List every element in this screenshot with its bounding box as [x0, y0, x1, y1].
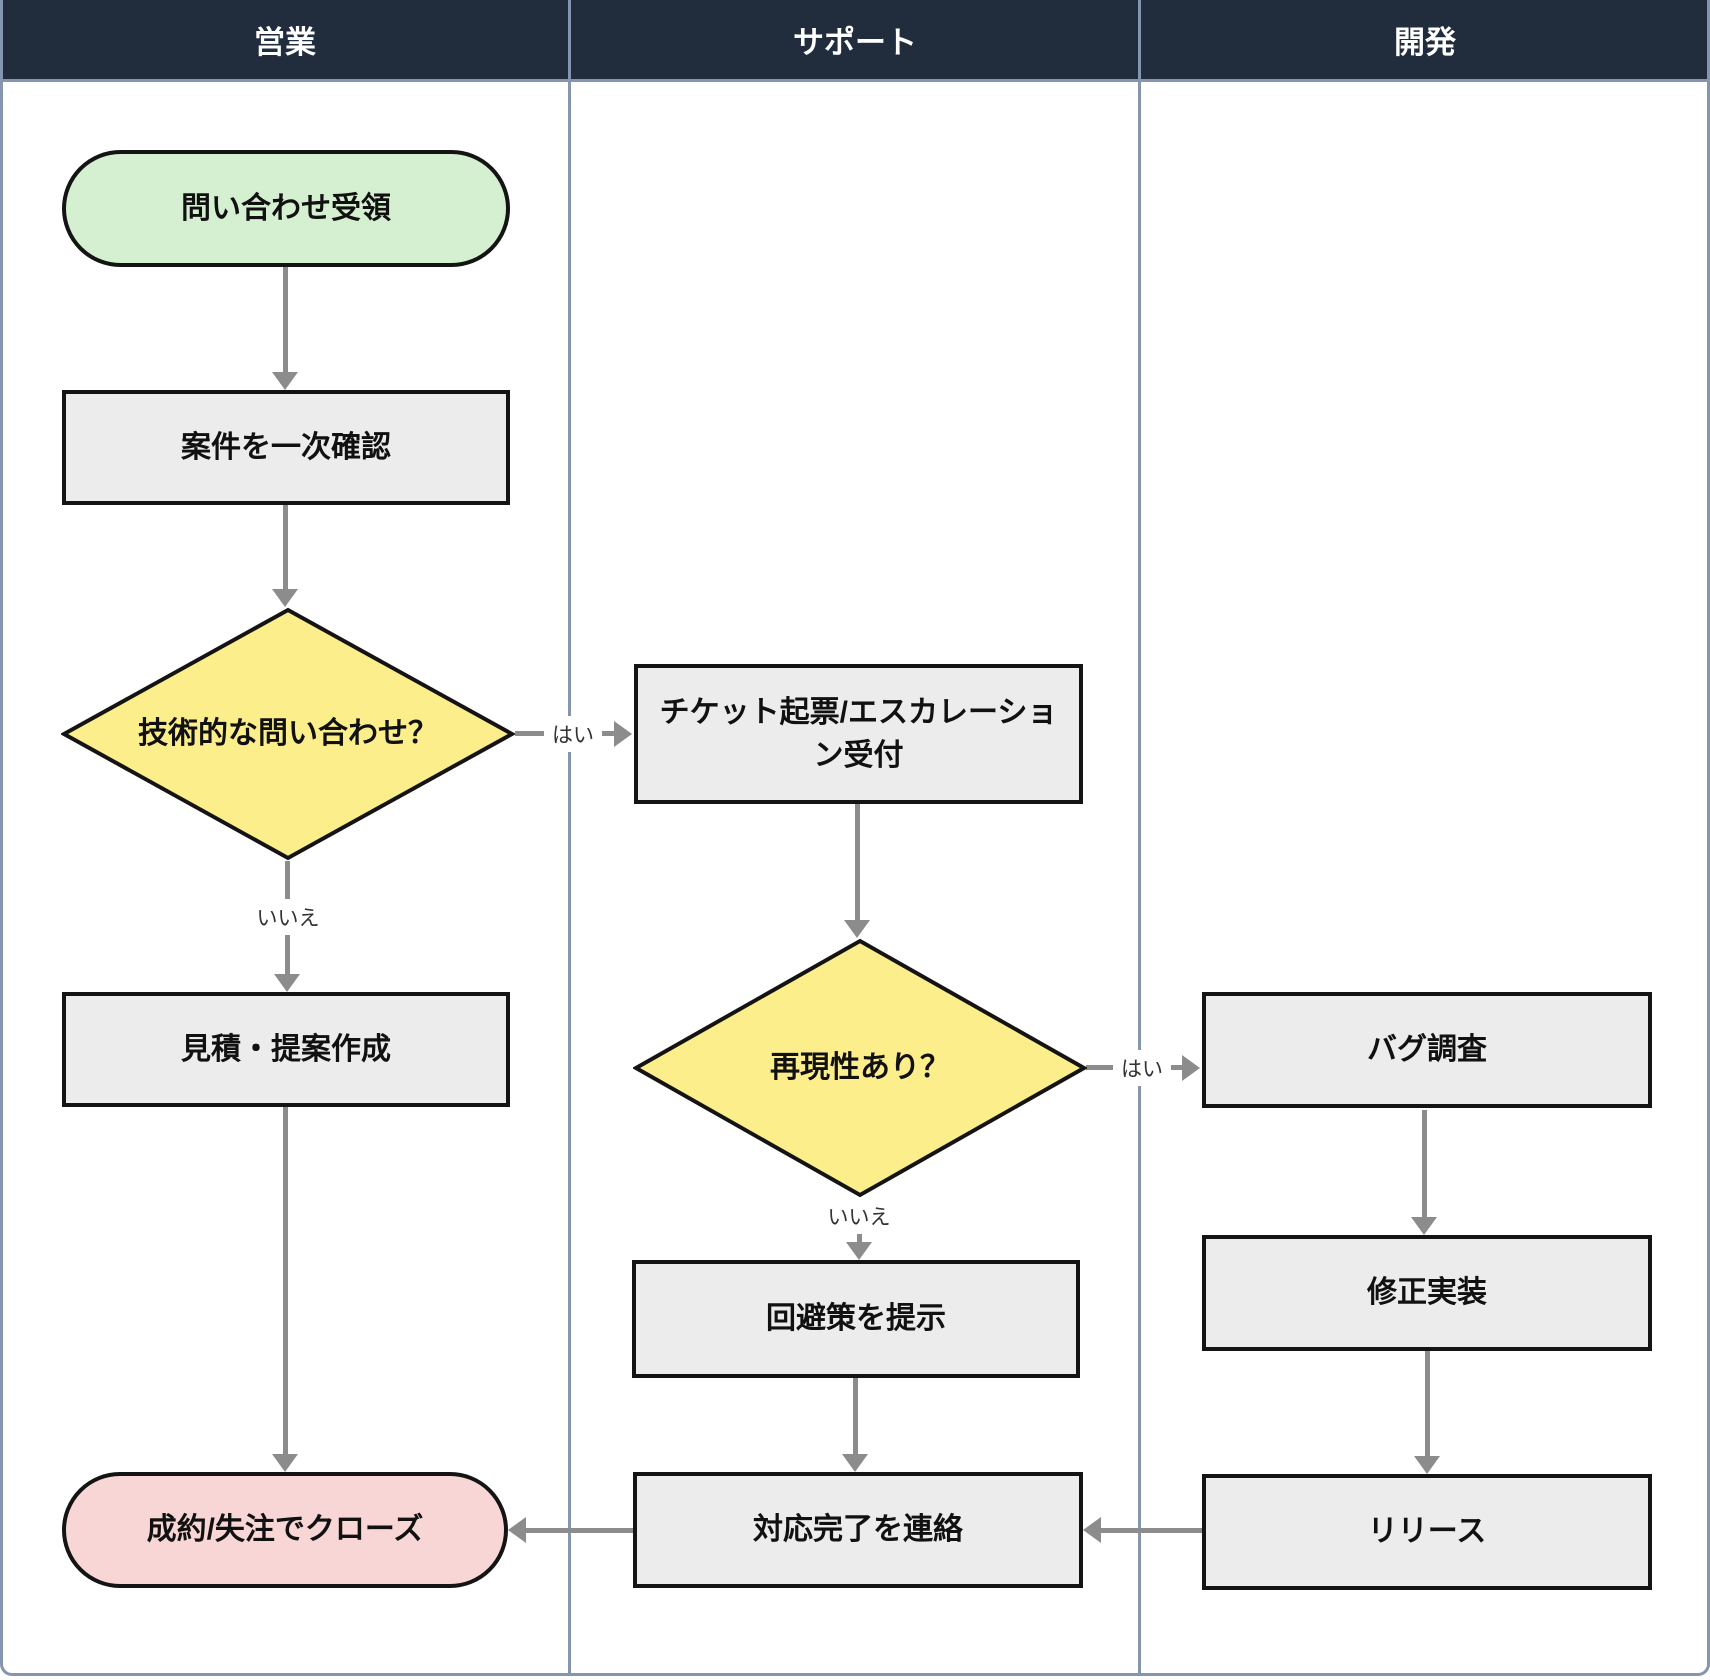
- arrowhead-down-icon: [274, 974, 300, 992]
- diamond-shape: [61, 607, 515, 861]
- node-process-notify-done: 対応完了を連絡: [633, 1472, 1083, 1588]
- edge-line: [283, 267, 288, 373]
- edge-label-no: いいえ: [819, 1198, 899, 1234]
- edge-line: [1425, 1351, 1430, 1456]
- lane-title-support: サポート: [793, 25, 917, 60]
- decision-label: 技術的な問い合わせ？: [138, 717, 438, 751]
- header-divider: [0, 79, 1710, 82]
- edge-line: [1422, 1110, 1427, 1217]
- arrowhead-down-icon: [1411, 1217, 1437, 1235]
- arrowhead-down-icon: [272, 1454, 298, 1472]
- node-start-inquiry: 問い合わせ受領: [62, 150, 510, 267]
- arrowhead-left-icon: [508, 1517, 526, 1543]
- arrowhead-down-icon: [844, 920, 870, 938]
- lane-title-development: 開発: [1394, 25, 1456, 60]
- diamond-shape: [633, 938, 1087, 1198]
- edge-line: [855, 804, 860, 920]
- node-process-release: リリース: [1202, 1474, 1652, 1590]
- arrowhead-left-icon: [1083, 1517, 1101, 1543]
- edge-label-yes: はい: [1113, 1050, 1171, 1086]
- lane-divider-1: [568, 0, 571, 1676]
- decision-label: 再現性あり？: [770, 1051, 950, 1085]
- arrowhead-down-icon: [272, 589, 298, 607]
- node-process-bug-investigation: バグ調査: [1202, 992, 1652, 1108]
- arrowhead-down-icon: [1414, 1456, 1440, 1474]
- edge-label-no: いいえ: [248, 899, 328, 935]
- node-process-quote-proposal: 見積・提案作成: [62, 992, 510, 1107]
- node-process-fix-implementation: 修正実装: [1202, 1235, 1652, 1351]
- node-process-initial-check: 案件を一次確認: [62, 390, 510, 505]
- lane-title-sales: 営業: [254, 25, 316, 60]
- node-decision-reproducible: 再現性あり？: [633, 938, 1087, 1198]
- node-process-workaround: 回避策を提示: [632, 1260, 1080, 1378]
- edge-line: [283, 1107, 288, 1454]
- edge-label-yes: はい: [544, 716, 602, 752]
- arrowhead-down-icon: [842, 1454, 868, 1472]
- lane-divider-2: [1138, 0, 1141, 1676]
- lane-header-band: [0, 0, 1710, 79]
- arrowhead-down-icon: [846, 1242, 872, 1260]
- arrowhead-right-icon: [1182, 1055, 1200, 1081]
- arrowhead-down-icon: [272, 372, 298, 390]
- edge-line: [853, 1378, 858, 1454]
- arrowhead-right-icon: [614, 721, 632, 747]
- edge-line: [1101, 1528, 1202, 1533]
- node-process-ticket-escalation: チケット起票/エスカレーション受付: [634, 664, 1083, 804]
- node-end-close: 成約/失注でクローズ: [62, 1472, 508, 1588]
- node-decision-technical-inquiry: 技術的な問い合わせ？: [61, 607, 515, 861]
- edge-line: [526, 1528, 633, 1533]
- edge-line: [283, 505, 288, 589]
